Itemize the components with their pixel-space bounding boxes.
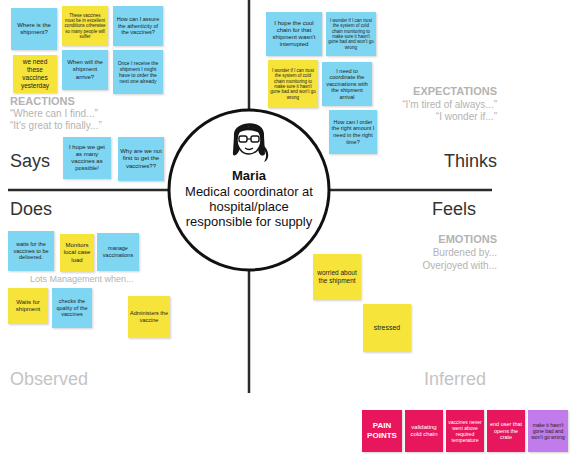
quadrant-title: Inferred bbox=[424, 370, 486, 390]
sticky-note: stressed bbox=[363, 304, 411, 352]
hint-text: “Where can I find...” bbox=[10, 108, 98, 119]
sticky-note: waits for the vaccines to be delivered. bbox=[8, 231, 54, 271]
note-text: vaccines never went above required tempe… bbox=[448, 419, 482, 443]
sticky-note: I need to coordinate the vaccinations wi… bbox=[322, 62, 372, 106]
sticky-note: When will the shipment arrive? bbox=[62, 50, 108, 90]
note-text: checks the quality of the vaccines bbox=[54, 298, 90, 318]
sticky-note: Waits for shipment bbox=[8, 288, 48, 324]
sticky-note: manage vaccinations bbox=[97, 233, 139, 271]
note-text: PAIN POINTS bbox=[364, 421, 400, 440]
sticky-note: How can I order the right amount I need … bbox=[329, 110, 377, 154]
sticky-note: How can I assure the athenticity of the … bbox=[113, 6, 163, 46]
sticky-note: These vaccines must be in excellent cond… bbox=[62, 6, 108, 46]
sticky-note: Where is the shipment? bbox=[11, 8, 57, 50]
sticky-note: vaccines never went above required tempe… bbox=[446, 410, 484, 452]
sticky-note: checks the quality of the vaccines bbox=[52, 288, 92, 328]
sticky-note: worried about the shipment bbox=[313, 254, 361, 300]
sticky-note: Why are we not first to get the vaccines… bbox=[118, 137, 164, 181]
note-text: How can I assure the athenticity of the … bbox=[115, 16, 161, 36]
note-text: Once I receive the shipment I might have… bbox=[115, 60, 161, 84]
hint-text: Overjoyed with... bbox=[423, 260, 497, 271]
note-text: How can I order the right amount I need … bbox=[331, 119, 375, 145]
sticky-note: we need these vaccines yesterday bbox=[13, 55, 57, 93]
sticky-note: Monitors local case load bbox=[60, 234, 94, 272]
hint-text: “I wonder if...” bbox=[436, 111, 497, 122]
note-text: manage vaccinations bbox=[99, 245, 137, 258]
quadrant-title: Feels bbox=[432, 200, 476, 220]
note-text: stressed bbox=[365, 324, 409, 332]
note-text: Why are we not first to get the vaccines… bbox=[120, 148, 162, 170]
hint-text: “I'm tired of always...” bbox=[402, 99, 497, 110]
section-heading: REACTIONS bbox=[10, 95, 75, 107]
note-text: When will the shipment arrive? bbox=[64, 59, 106, 81]
sticky-note: Administers the vaccine bbox=[128, 296, 170, 338]
note-text: waits for the vaccines to be delivered. bbox=[10, 241, 52, 261]
quadrant-title: Observed bbox=[10, 370, 88, 390]
note-text: I wonder if I can trust the system of co… bbox=[270, 68, 316, 100]
sticky-note: validating cold chain bbox=[405, 410, 443, 452]
sticky-note: Once I receive the shipment I might have… bbox=[113, 50, 163, 94]
note-text: I hope the cool chain for that shipment … bbox=[268, 20, 320, 49]
hint-text: Lots Management when... bbox=[30, 275, 134, 285]
note-text: Administers the vaccine bbox=[130, 310, 168, 323]
section-heading: EMOTIONS bbox=[438, 233, 497, 245]
sticky-note: I wonder if I can trust the system of co… bbox=[268, 60, 318, 108]
note-text: end user that opens the crate bbox=[489, 421, 523, 441]
sticky-note: make it hasn't gone bad and won't go wro… bbox=[528, 410, 568, 452]
sticky-note: end user that opens the crate bbox=[487, 410, 525, 452]
quadrant-title: Thinks bbox=[444, 152, 497, 172]
hint-text: Burdened by... bbox=[433, 247, 497, 258]
note-text: These vaccines must be in excellent cond… bbox=[64, 13, 106, 40]
sticky-note: I hope the cool chain for that shipment … bbox=[266, 12, 322, 56]
note-text: we need these vaccines yesterday bbox=[15, 58, 55, 89]
note-text: Where is the shipment? bbox=[13, 22, 55, 36]
quadrant-title: Does bbox=[10, 200, 52, 220]
sticky-note: I wonder if I can trust the system of co… bbox=[326, 12, 376, 56]
circle-shape bbox=[169, 110, 329, 270]
persona-name: Maria bbox=[232, 168, 266, 183]
note-text: worried about the shipment bbox=[315, 269, 359, 285]
sticky-note: PAIN POINTS bbox=[362, 410, 402, 452]
note-text: make it hasn't gone bad and won't go wro… bbox=[530, 422, 566, 440]
note-text: I wonder if I can trust the system of co… bbox=[328, 18, 374, 50]
quadrant-title: Says bbox=[10, 152, 50, 172]
avatar-illustration bbox=[224, 114, 274, 164]
hint-text: “It's great to finally...” bbox=[10, 120, 102, 131]
note-text: I need to coordinate the vaccinations wi… bbox=[324, 68, 370, 101]
persona-role: Medical coordinator at hospital/place re… bbox=[182, 184, 316, 229]
note-text: Monitors local case load bbox=[62, 242, 92, 264]
note-text: Waits for shipment bbox=[10, 299, 46, 313]
note-text: I hope we get as many vaccines as possib… bbox=[65, 144, 109, 173]
sticky-note: I hope we get as many vaccines as possib… bbox=[63, 137, 111, 179]
section-heading: EXPECTATIONS bbox=[413, 85, 497, 97]
note-text: validating cold chain bbox=[407, 424, 441, 438]
